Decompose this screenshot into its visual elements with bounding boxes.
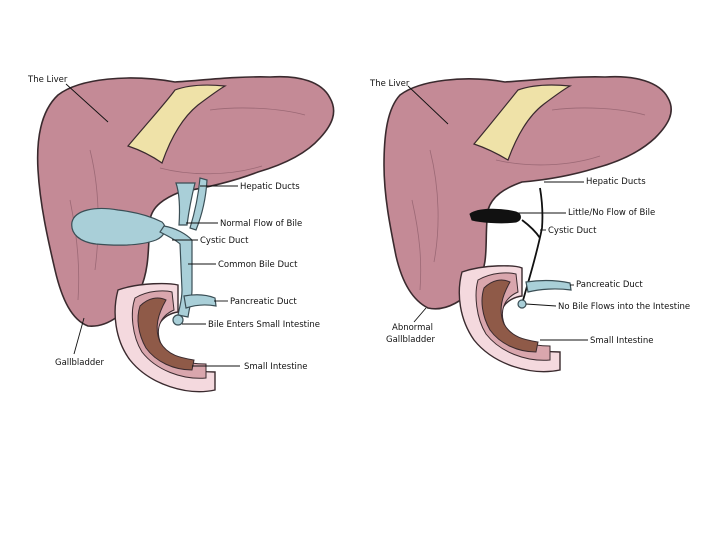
- left-label-hepatic-ducts: Hepatic Ducts: [240, 182, 300, 192]
- right-falciform-ligament: [472, 84, 573, 161]
- right-leader-liver: [407, 85, 449, 125]
- left-label-normal-flow: Normal Flow of Bile: [220, 219, 302, 229]
- left-leader-liver: [65, 83, 109, 123]
- right-label-cystic-duct: Cystic Duct: [548, 226, 597, 236]
- left-leader-gallbladder: [73, 317, 85, 355]
- left-diagram: The Liver Hepatic Ducts Normal Flow of B…: [27, 75, 335, 393]
- right-intestine-lumen: [481, 279, 539, 353]
- right-liver-lobe-line: [411, 107, 646, 291]
- left-label-liver: The Liver: [27, 75, 68, 85]
- right-hepatic-ducts: [521, 187, 544, 305]
- left-falciform-ligament: [126, 84, 227, 164]
- left-label-common-bile-duct: Common Bile Duct: [218, 260, 298, 270]
- right-label-small-intestine: Small Intestine: [590, 336, 654, 346]
- left-duct-junction: [172, 314, 184, 326]
- left-hepatic-ducts: [175, 177, 208, 231]
- right-label-no-bile: No Bile Flows into the Intestine: [558, 302, 690, 312]
- left-intestine-lumen: [137, 297, 195, 371]
- left-label-small-intestine: Small Intestine: [244, 362, 308, 372]
- left-label-cystic-duct: Cystic Duct: [200, 236, 249, 246]
- right-diagram: The Liver Hepatic Ducts Little/No Flow o…: [369, 75, 690, 373]
- left-pancreatic-duct: [183, 294, 217, 309]
- right-leader-no-bile: [525, 303, 557, 307]
- right-label-abnormal: Abnormal: [392, 323, 433, 333]
- right-leader-gallbladder: [413, 307, 427, 323]
- right-pancreatic-duct: [525, 280, 572, 293]
- left-label-bile-enters: Bile Enters Small Intestine: [208, 320, 320, 330]
- right-duct-junction: [517, 299, 527, 309]
- right-label-gallbladder: Gallbladder: [386, 335, 436, 345]
- left-label-pancreatic-duct: Pancreatic Duct: [230, 297, 297, 307]
- right-label-hepatic-ducts: Hepatic Ducts: [586, 177, 646, 187]
- left-common-bile-duct: [159, 225, 193, 318]
- right-label-pancreatic-duct: Pancreatic Duct: [576, 280, 643, 290]
- right-abnormal-gallbladder: [469, 208, 521, 224]
- right-label-little-flow: Little/No Flow of Bile: [568, 208, 655, 218]
- right-label-liver: The Liver: [369, 79, 410, 89]
- right-liver-shape: [383, 75, 672, 310]
- left-label-gallbladder: Gallbladder: [55, 358, 105, 368]
